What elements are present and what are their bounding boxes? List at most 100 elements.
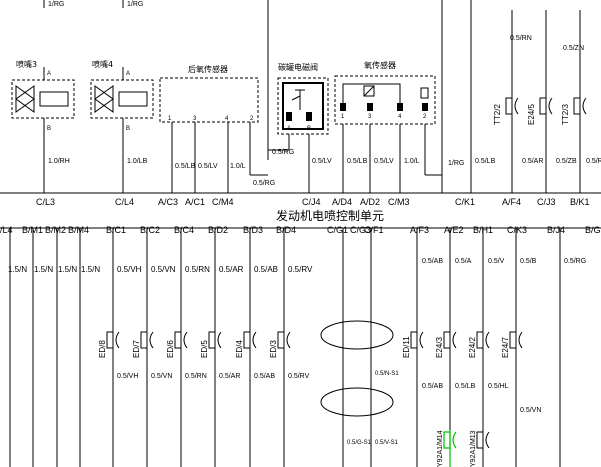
ecu-pin: B/M2 xyxy=(45,225,66,235)
pin-label: 1 xyxy=(341,114,345,120)
connector-label: ED/3 xyxy=(269,340,278,358)
wire-label: 0.5/AB xyxy=(254,373,275,380)
wire-label: 0.5/LV xyxy=(374,158,394,165)
ecu-pin: B/D2 xyxy=(208,225,228,235)
pin-label: A xyxy=(287,126,291,132)
ecu-pin: B/J4 xyxy=(547,225,565,235)
ecu-pin: A/F3 xyxy=(410,225,429,235)
wire-label: 0.5/V xyxy=(488,258,505,265)
ecu-pin: C/L4 xyxy=(115,197,134,207)
wire-label: 0.5/VN xyxy=(151,265,176,274)
wire-label: 0.5/AB xyxy=(254,265,278,274)
ecu-pin: C/J4 xyxy=(302,197,321,207)
wire-label: 0.5/LB xyxy=(347,158,368,165)
wire-label: 0.5/LV xyxy=(198,163,218,170)
connector-label: TT2/2 xyxy=(493,104,502,125)
connector-label: TT2/3 xyxy=(561,104,570,125)
wire-label: 0.5/RN xyxy=(586,158,601,165)
pin-label: A xyxy=(126,71,130,77)
wire-label: 0.5/RN xyxy=(185,373,207,380)
connector-label: E24/7 xyxy=(501,337,510,358)
wire-label: 0.5/AR xyxy=(219,265,244,274)
wire-label: 0.5/LB xyxy=(475,158,496,165)
wire-label: 1.0/RH xyxy=(48,158,70,165)
wire-label: 1.0/L xyxy=(230,163,246,170)
wire-label: 0.5/RN xyxy=(185,265,210,274)
pin-label: 2 xyxy=(423,114,427,120)
connector-label: E24/5 xyxy=(527,104,536,125)
wire-label: 0.5/LV xyxy=(312,158,332,165)
connector-label: Y92A1/M14 xyxy=(437,430,444,467)
connector-label: E24/3 xyxy=(435,337,444,358)
ecu-pin: C/K1 xyxy=(455,197,475,207)
wire-label: 0.5/HL xyxy=(488,383,509,390)
wire-label: 0.5/RN xyxy=(510,35,532,42)
ecu-pin: A/D4 xyxy=(332,197,352,207)
pin-label: B xyxy=(47,126,51,132)
ecu-pin: B/G3 xyxy=(585,225,601,235)
connector-label: ED/5 xyxy=(200,340,209,358)
injector3-label: 喷嘴3 xyxy=(16,59,37,69)
ecu-pin: C/F1 xyxy=(364,225,384,235)
ecu-pin: A/C1 xyxy=(185,197,205,207)
top-wire-label: 1/RG xyxy=(127,1,143,8)
wire-label: 0.5/RV xyxy=(288,373,310,380)
ecu-pin: B/K1 xyxy=(570,197,590,207)
wire-label: 0.5/ZB xyxy=(556,158,577,165)
ecu-pin: A/D2 xyxy=(360,197,380,207)
wire-label: 0.5/A xyxy=(455,258,472,265)
canister-label: 碳罐电磁阀 xyxy=(278,62,318,72)
pin-label: 3 xyxy=(193,116,197,122)
wire-label: 0.5/LB xyxy=(455,383,476,390)
connector-label: ED/8 xyxy=(98,340,107,358)
wire-label: 0.5/RG xyxy=(564,258,586,265)
pin-label: 4 xyxy=(225,116,229,122)
ecu-pin: A/C3 xyxy=(158,197,178,207)
wire-label: 1.5/N xyxy=(81,265,100,274)
ecu-pin: B/M1 xyxy=(22,225,43,235)
ecu-pin: B/C4 xyxy=(174,225,194,235)
ecu-pin: B/D3 xyxy=(243,225,263,235)
ecu-pin: B/D4 xyxy=(276,225,296,235)
connector-label: ED/6 xyxy=(166,340,175,358)
rear-o2-label: 后氧传感器 xyxy=(188,64,228,74)
wire-label: 0.5/RG xyxy=(272,149,294,156)
ecu-pin: /L4 xyxy=(0,225,13,235)
top-wire-label: 1/RG xyxy=(48,1,64,8)
ecu-title: 发动机电喷控制单元 xyxy=(276,208,384,223)
wire-label: 0.5/RG xyxy=(253,180,275,187)
pin-label: B xyxy=(307,126,311,132)
connector-label: ED/7 xyxy=(132,340,141,358)
injector4-label: 喷嘴4 xyxy=(92,59,113,69)
pin-label: 3 xyxy=(368,114,372,120)
ecu-pin: C/J3 xyxy=(537,197,556,207)
wire-label: 0.5/AB xyxy=(422,258,443,265)
pin-label: 1 xyxy=(168,116,172,122)
connector-label: E24/2 xyxy=(468,337,477,358)
o2-label: 氧传感器 xyxy=(364,60,396,70)
wire-label: 1.5/N xyxy=(8,265,27,274)
wire-label: 0.5/AR xyxy=(522,158,543,165)
connector-label: Y92A1/M13 xyxy=(470,430,477,467)
ecu-pin: B/C2 xyxy=(140,225,160,235)
wire-label: 0.5/VH xyxy=(117,265,142,274)
wire-label: 0.5/LB xyxy=(175,163,196,170)
ecu-pin: A/E2 xyxy=(444,225,464,235)
ecu-pin: B/H1 xyxy=(473,225,493,235)
wire-label: 0.5/G-S1 xyxy=(347,440,372,446)
pin-label: 2 xyxy=(250,116,254,122)
wire-label: 1/RG xyxy=(448,160,464,167)
wire-label: 0.5/VN xyxy=(151,373,172,380)
wire-label: 0.5/N-S1 xyxy=(375,371,399,377)
ecu-pin: A/F4 xyxy=(502,197,521,207)
wire-label: 0.5/AR xyxy=(219,373,240,380)
wire-label: 0.5/ZN xyxy=(563,45,584,52)
wire-label: 0.5/AB xyxy=(422,383,443,390)
wire-label: 0.5/RV xyxy=(288,265,313,274)
ecu-pin: C/K3 xyxy=(507,225,527,235)
pin-label: 4 xyxy=(398,114,402,120)
wire-label: 1.0/LB xyxy=(127,158,148,165)
